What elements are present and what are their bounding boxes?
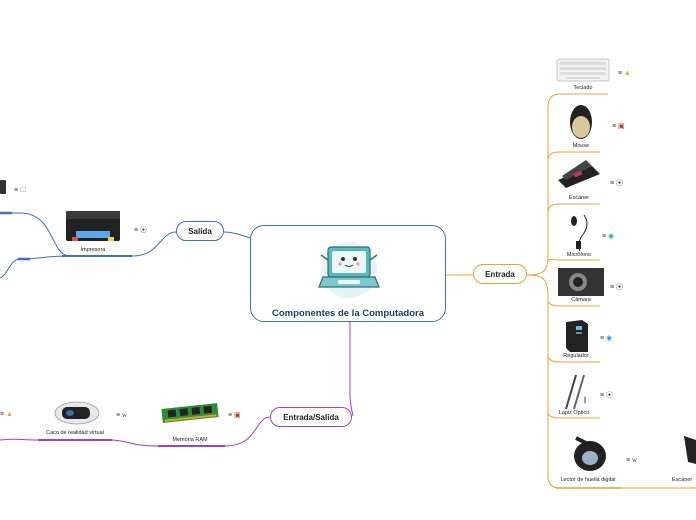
leaf-left-partial[interactable]: [0, 178, 8, 201]
notes-icon: ≡: [612, 123, 617, 130]
leaf-memoria-ram-label: Memoria RAM: [172, 437, 208, 443]
line-salida: [223, 231, 251, 239]
leaf-impresora[interactable]: [62, 207, 124, 250]
keyboard-icon: [556, 58, 610, 82]
branch-entrada[interactable]: Entrada: [473, 264, 527, 284]
device-icon: [0, 180, 6, 194]
line-left-top: [0, 212, 71, 257]
leaf-microfono-label: Micrófono: [566, 252, 592, 258]
globe-icon: ⦿: [140, 227, 148, 234]
globe-icon: ⦿: [606, 392, 614, 399]
vr-headset-icon: [54, 401, 100, 425]
line-entrada-trunk: [526, 93, 608, 276]
image-link-icon: ▣: [618, 123, 625, 130]
branch-entrada-salida[interactable]: Entrada/Salida: [270, 407, 352, 427]
central-topic[interactable]: Componentes de la Computadora: [250, 225, 446, 322]
scanner-partial-icon: [684, 436, 696, 464]
notes-icon: ≡: [116, 412, 121, 419]
leaf-memoria-ram[interactable]: [160, 400, 220, 429]
leaf-casco-label: Caco de realidad virtual: [46, 430, 104, 436]
leaf-camara-label: Cámara: [571, 297, 591, 303]
branch-salida-label: Salida: [188, 226, 212, 236]
laptop-mascot-icon: [318, 242, 380, 298]
branch-entrada-label: Entrada: [485, 269, 515, 279]
leaf-left-partial-icons: ≡ ☐: [14, 186, 26, 194]
line-left-mid: [0, 255, 71, 279]
leaf-teclado-icons: ≡ ▲: [618, 70, 631, 77]
branch-salida[interactable]: Salida: [176, 221, 224, 241]
regulator-icon: [566, 320, 588, 352]
notes-icon: ≡: [610, 180, 615, 187]
leaf-impresora-icons: ≡ ⦿: [134, 225, 147, 235]
leaf-memoria-ram-icons: ≡ ▣: [228, 411, 241, 419]
line-casco-left: [0, 438, 39, 441]
leaf-mouse[interactable]: [568, 103, 594, 146]
leaf-lector-label: Lector de huella digital: [560, 477, 616, 483]
printer-icon: [66, 211, 120, 241]
link-icon: ☐: [20, 187, 27, 194]
notes-icon: ≡: [14, 187, 19, 194]
leaf-regulador[interactable]: [562, 318, 592, 359]
fingerprint-reader-icon: [574, 436, 606, 471]
leaf-teclado[interactable]: [556, 57, 610, 88]
leaf-escaner-icons: ≡ ⦿: [610, 178, 623, 188]
notes-icon: ≡: [618, 70, 623, 77]
notes-icon: ≡: [602, 233, 607, 240]
notes-icon: ≡: [600, 392, 605, 399]
leaf-casco[interactable]: [52, 397, 102, 432]
wikipedia-icon: w: [122, 411, 128, 419]
central-title: Componentes de la Computadora: [271, 308, 424, 319]
leaf-camara[interactable]: [558, 268, 604, 301]
leaf-impresora-label: Impresora: [80, 247, 106, 253]
mouse-icon: [570, 105, 592, 139]
leaf-lapiz-icons: ≡ ⦿: [600, 390, 613, 400]
light-pen-icon: [565, 374, 586, 410]
leaf-microfono[interactable]: [566, 213, 592, 258]
leaf-escaner[interactable]: [556, 158, 602, 197]
ram-icon: [161, 403, 219, 423]
leaf-lapiz-label: Lapiz Optico: [558, 410, 590, 416]
leaf-camara-icons: ≡ ⦿: [610, 282, 623, 292]
notes-icon: ≡: [600, 335, 605, 342]
leaf-escaner-label: Escáner: [568, 195, 590, 201]
leaf-mouse-label: Mouse: [572, 143, 590, 149]
leaf-regulador-label: Regulador: [563, 353, 589, 359]
branch-entrada-salida-label: Entrada/Salida: [283, 412, 339, 422]
globe-icon: ⦿: [616, 180, 624, 187]
drive-icon: ▲: [624, 70, 631, 77]
leaf-teclado-label: Teclado: [573, 85, 593, 91]
leaf-lector-icons: ≡ w: [626, 456, 637, 464]
leaf-casco-left-icons: ≡ ▲: [0, 411, 13, 418]
notes-icon: ≡: [626, 457, 631, 464]
notes-icon: ≡: [228, 412, 233, 419]
leaf-regulador-icons: ≡ ◉: [600, 334, 612, 342]
globe-icon: ⦿: [616, 284, 624, 291]
wikipedia-icon: w: [632, 456, 638, 464]
notes-icon: ≡: [0, 411, 5, 418]
leaf-escaner2[interactable]: [682, 434, 696, 471]
web-icon: ◉: [608, 233, 615, 240]
image-link-icon: ▣: [234, 412, 241, 419]
webcam-icon: [558, 268, 604, 296]
leaf-microfono-icons: ≡ ◉: [602, 232, 614, 240]
leaf-escaner2-label: Escáner: [672, 477, 693, 483]
leaf-lector[interactable]: [570, 432, 610, 479]
web-icon: ◉: [606, 335, 613, 342]
leaf-casco-icons: ≡ w: [116, 411, 127, 419]
line-ram: [158, 416, 271, 447]
notes-icon: ≡: [134, 227, 139, 234]
leaf-mouse-icons: ≡ ▣: [612, 122, 625, 130]
leaf-lapiz[interactable]: [560, 371, 592, 416]
microphone-icon: [571, 214, 588, 252]
notes-icon: ≡: [610, 284, 615, 291]
scanner-icon: [558, 160, 600, 188]
drive-icon: ▲: [6, 411, 13, 418]
line-entrada-salida: [349, 322, 354, 417]
line-impresora: [70, 231, 177, 257]
